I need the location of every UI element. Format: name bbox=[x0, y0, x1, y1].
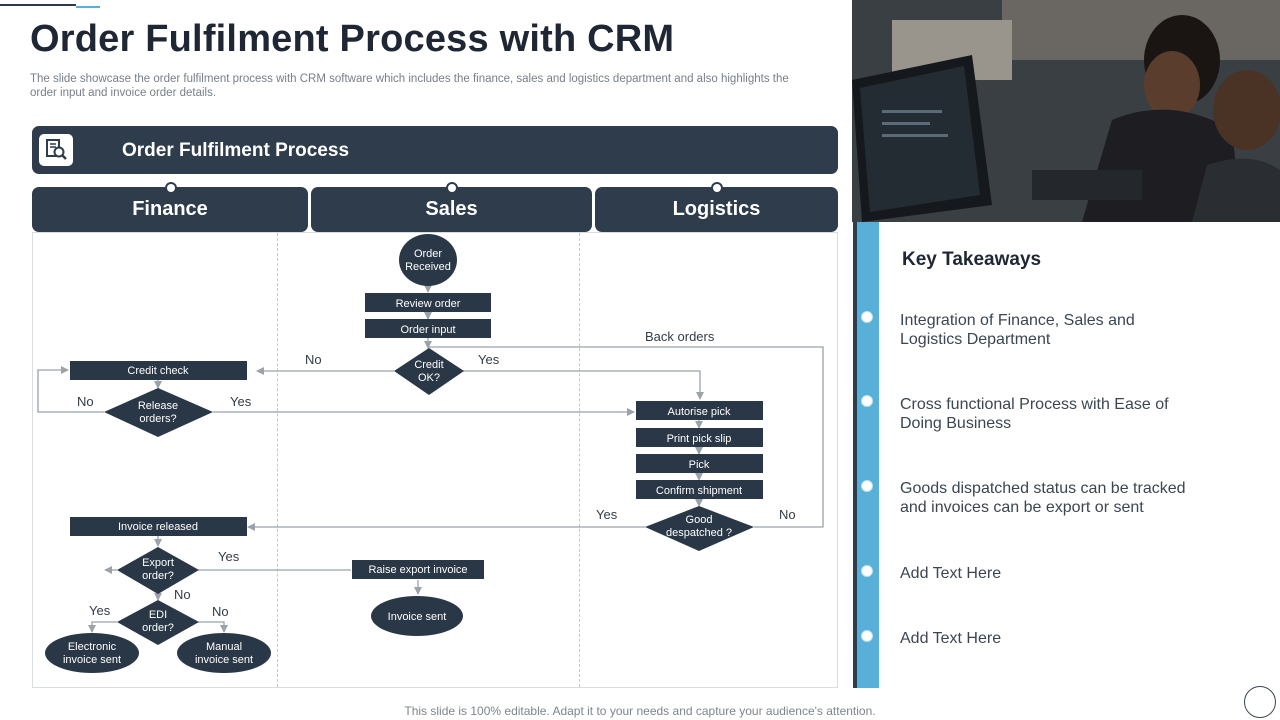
pick-node bbox=[636, 454, 763, 473]
dept-header-sales: Sales bbox=[311, 182, 592, 232]
no-label: No bbox=[305, 352, 322, 367]
lane-divider bbox=[277, 233, 278, 687]
order-input-text: Order input bbox=[400, 324, 455, 336]
no-label: No bbox=[212, 604, 229, 619]
no-label: No bbox=[174, 587, 191, 602]
dept-dot bbox=[711, 182, 723, 194]
takeaway-bullet bbox=[861, 565, 873, 577]
print-pick-slip-text: Print pick slip bbox=[667, 433, 732, 445]
connector-lines bbox=[37, 285, 824, 633]
review-order-node bbox=[365, 293, 491, 312]
edi-order-text: order? bbox=[142, 622, 174, 634]
invoice-sent-text: Invoice sent bbox=[388, 611, 447, 623]
export-order-text: order? bbox=[142, 570, 174, 582]
takeaway-item: Add Text Here bbox=[900, 565, 1002, 582]
takeaways-accent-strip bbox=[853, 222, 879, 688]
takeaway-bullet bbox=[861, 630, 873, 642]
flowchart-area bbox=[32, 232, 838, 688]
export-order-text: Export bbox=[142, 557, 174, 569]
no-label: No bbox=[779, 507, 796, 522]
takeaway-bullet bbox=[861, 311, 873, 323]
credit-check-node bbox=[70, 361, 247, 380]
dept-dot bbox=[165, 182, 177, 194]
confirm-shipment-text: Confirm shipment bbox=[656, 485, 742, 497]
connector bbox=[463, 370, 704, 400]
connector bbox=[198, 621, 228, 633]
corner-circle-decoration bbox=[1244, 686, 1276, 718]
release-orders-text: Release bbox=[138, 400, 178, 412]
yes-label: Yes bbox=[218, 549, 240, 564]
credit-ok-text: Credit bbox=[414, 359, 443, 371]
order-received-text: Order bbox=[414, 248, 442, 260]
slide-title: Order Fulfilment Process with CRM bbox=[30, 18, 675, 60]
connector bbox=[88, 621, 117, 633]
dept-label-finance: Finance bbox=[132, 198, 208, 220]
dept-label-sales: Sales bbox=[425, 198, 478, 220]
dept-dot bbox=[446, 182, 458, 194]
confirm-shipment-node bbox=[636, 480, 763, 499]
dept-label-logistics: Logistics bbox=[672, 198, 761, 220]
order-received-text: Received bbox=[405, 261, 451, 273]
process-header-bar: Order Fulfilment Process bbox=[32, 126, 838, 174]
raise-export-invoice-text: Raise export invoice bbox=[368, 564, 467, 576]
good-despatched-text: Good bbox=[686, 514, 713, 526]
key-takeaways-title: Key Takeaways bbox=[902, 249, 1042, 270]
connector bbox=[428, 346, 824, 528]
takeaway-item: Add Text Here bbox=[900, 630, 1002, 647]
good-despatched-node bbox=[645, 506, 754, 551]
yes-label: Yes bbox=[89, 603, 111, 618]
print-pick-slip-node bbox=[636, 428, 763, 447]
yes-label: Yes bbox=[230, 394, 252, 409]
invoice-released-node bbox=[70, 517, 247, 536]
credit-ok-text: OK? bbox=[418, 372, 440, 384]
order-received-node bbox=[399, 234, 457, 286]
takeaway-item: Integration of Finance, Sales and Logist… bbox=[900, 312, 1135, 348]
dept-header-logistics: Logistics bbox=[595, 182, 838, 232]
top-accent-rule-blue bbox=[76, 6, 100, 8]
back-orders-label: Back orders bbox=[645, 329, 715, 344]
takeaway-bullet bbox=[861, 395, 873, 407]
dept-header-finance: Finance bbox=[32, 182, 308, 232]
edi-order-text: EDI bbox=[149, 609, 167, 621]
pick-text: Pick bbox=[689, 459, 710, 471]
review-order-text: Review order bbox=[396, 298, 461, 310]
team-photo bbox=[852, 0, 1280, 222]
takeaway-bullet bbox=[861, 480, 873, 492]
takeaway-item: Cross functional Process with Ease of Do… bbox=[900, 396, 1169, 432]
credit-ok-node bbox=[394, 348, 464, 395]
flowchart-diagram: Order Received Review order Order input … bbox=[37, 234, 824, 673]
electronic-invoice-text: invoice sent bbox=[63, 654, 121, 666]
lane-divider bbox=[579, 233, 580, 687]
yes-label: Yes bbox=[596, 507, 618, 522]
electronic-invoice-sent-node bbox=[45, 633, 139, 673]
document-search-icon bbox=[39, 134, 73, 166]
manual-invoice-text: Manual bbox=[206, 641, 242, 653]
takeaways-accent-edge bbox=[853, 222, 857, 688]
footer-note: This slide is 100% editable. Adapt it to… bbox=[404, 704, 876, 718]
good-despatched-text: despatched ? bbox=[666, 527, 732, 539]
manual-invoice-sent-node bbox=[177, 633, 271, 673]
no-label: No bbox=[77, 394, 94, 409]
manual-invoice-text: invoice sent bbox=[195, 654, 253, 666]
takeaway-item: Goods dispatched status can be tracked a… bbox=[900, 480, 1186, 516]
electronic-invoice-text: Electronic bbox=[68, 641, 117, 653]
invoice-sent-node bbox=[371, 596, 463, 636]
top-accent-rule bbox=[0, 4, 76, 6]
release-orders-node bbox=[104, 388, 213, 437]
process-title: Order Fulfilment Process bbox=[122, 140, 350, 161]
raise-export-invoice-node bbox=[352, 560, 484, 579]
autorise-pick-node bbox=[636, 401, 763, 420]
slide-subtitle: The slide showcase the order fulfilment … bbox=[30, 73, 789, 99]
invoice-released-text: Invoice released bbox=[118, 521, 198, 533]
autorise-pick-text: Autorise pick bbox=[668, 406, 731, 418]
order-input-node bbox=[365, 319, 491, 338]
release-orders-text: orders? bbox=[139, 413, 176, 425]
credit-check-text: Credit check bbox=[127, 365, 189, 377]
edi-order-node bbox=[117, 600, 199, 645]
yes-label: Yes bbox=[478, 352, 500, 367]
export-order-node bbox=[117, 547, 199, 594]
connector bbox=[37, 366, 104, 413]
